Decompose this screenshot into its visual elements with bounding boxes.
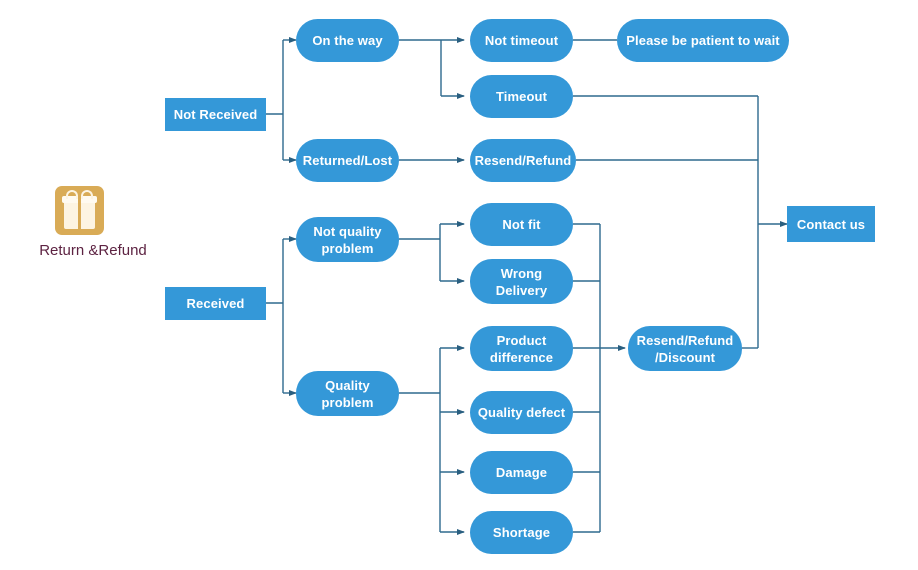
gift-bow-left <box>66 190 78 199</box>
node-label: On the way <box>312 33 383 48</box>
node-label: Contact us <box>796 216 866 232</box>
node-label: Damage <box>495 465 548 480</box>
node-label: Timeout <box>495 89 548 104</box>
node-please-wait[interactable]: Please be patient to wait <box>617 19 789 62</box>
root-label: Return &Refund <box>39 242 147 259</box>
node-label: Shortage <box>492 525 551 540</box>
node-label: Product difference <box>489 332 554 365</box>
node-label: Not quality problem <box>313 223 382 256</box>
node-label: Quality problem <box>321 377 374 410</box>
node-received[interactable]: Received <box>165 287 266 320</box>
node-not-fit[interactable]: Not fit <box>470 203 573 246</box>
gift-icon <box>55 186 104 235</box>
node-not-timeout[interactable]: Not timeout <box>470 19 573 62</box>
node-not-received[interactable]: Not Received <box>165 98 266 131</box>
node-label: Returned/Lost <box>302 153 393 168</box>
node-shortage[interactable]: Shortage <box>470 511 573 554</box>
node-label: Resend/Refund /Discount <box>636 332 734 365</box>
node-label: Received <box>186 296 245 311</box>
node-label: Quality defect <box>477 405 566 420</box>
node-resend-refund[interactable]: Resend/Refund <box>470 139 576 182</box>
node-label: Not fit <box>502 217 541 232</box>
node-resend-refund-discount[interactable]: Resend/Refund /Discount <box>628 326 742 371</box>
node-label: Wrong Delivery <box>495 265 548 298</box>
node-timeout[interactable]: Timeout <box>470 75 573 118</box>
node-contact-us[interactable]: Contact us <box>787 206 875 242</box>
node-product-difference[interactable]: Product difference <box>470 326 573 371</box>
node-returned-lost[interactable]: Returned/Lost <box>296 139 399 182</box>
node-label: Not Received <box>173 107 258 122</box>
node-not-quality-problem[interactable]: Not quality problem <box>296 217 399 262</box>
node-wrong-delivery[interactable]: Wrong Delivery <box>470 259 573 304</box>
gift-bow-right <box>81 190 93 199</box>
node-quality-problem[interactable]: Quality problem <box>296 371 399 416</box>
node-quality-defect[interactable]: Quality defect <box>470 391 573 434</box>
node-label: Resend/Refund <box>474 153 572 168</box>
node-damage[interactable]: Damage <box>470 451 573 494</box>
root-node[interactable]: Return &Refund <box>28 186 158 266</box>
node-label: Not timeout <box>484 33 559 48</box>
node-on-the-way[interactable]: On the way <box>296 19 399 62</box>
gift-ribbon <box>78 196 81 229</box>
node-label: Please be patient to wait <box>626 33 780 48</box>
